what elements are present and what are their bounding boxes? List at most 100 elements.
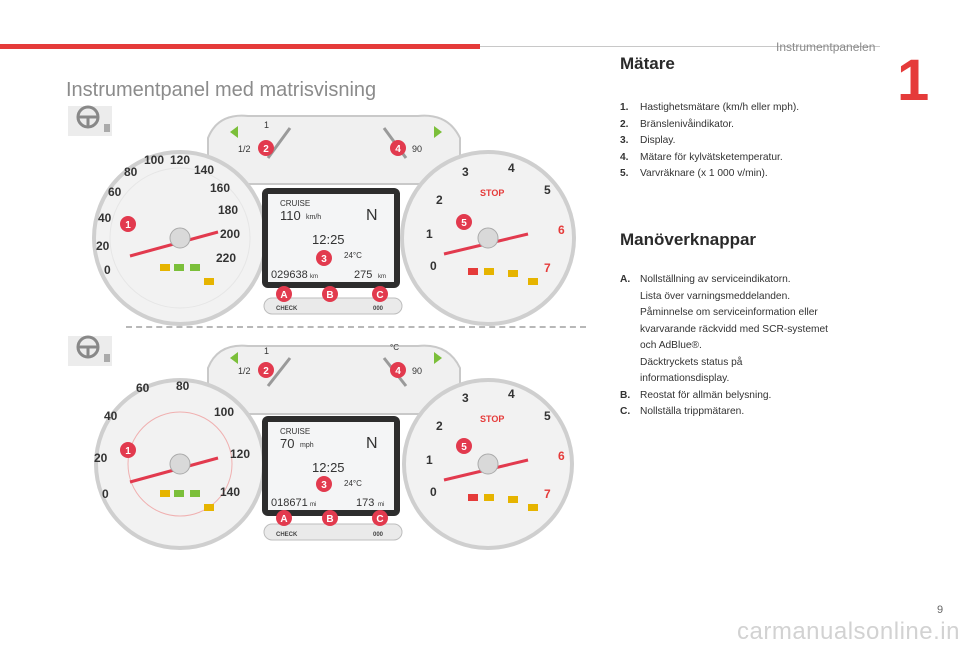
- callout-a: A: [280, 514, 287, 525]
- speed-tick: 180: [218, 203, 238, 217]
- speed-tick: 140: [220, 485, 240, 499]
- page-title: Instrumentpanel med matrisvisning: [66, 79, 377, 102]
- rpm-tick: 2: [436, 419, 443, 433]
- callout-a: A: [280, 290, 287, 301]
- lcd-odometer: 029638: [271, 269, 308, 281]
- gauges-heading: Mätare: [620, 54, 675, 73]
- list-item: C.Nollställa trippmätaren.: [620, 406, 745, 417]
- lcd-range-unit: km: [378, 274, 386, 280]
- callout-5: 5: [461, 442, 467, 453]
- callout-b: B: [326, 514, 333, 525]
- list-item: 5.Varvräknare (x 1 000 v/min).: [620, 168, 768, 179]
- list-item: 1.Hastighetsmätare (km/h eller mph).: [620, 102, 800, 113]
- lcd-range: 173: [356, 497, 374, 509]
- speed-tick: 40: [98, 211, 112, 225]
- speed-scale-mph: 0 20 40 60 80 100 120 140: [94, 379, 250, 501]
- lcd-gear: N: [366, 435, 378, 452]
- lcd-speed: 110: [280, 208, 301, 223]
- speed-tick: 140: [194, 163, 214, 177]
- stop-warning: STOP: [480, 188, 504, 198]
- fuel-full-label: 1: [264, 120, 269, 130]
- warning-lamps: [160, 264, 538, 285]
- callout-1: 1: [125, 220, 131, 231]
- callout-b: B: [326, 290, 333, 301]
- rpm-tick: 7: [544, 261, 551, 275]
- check-button[interactable]: CHECK: [276, 306, 298, 312]
- lcd-speed-unit: mph: [300, 442, 314, 449]
- lcd-odometer-unit: mi: [310, 502, 316, 508]
- diagram-separator: [126, 326, 586, 328]
- header-rule: [480, 46, 880, 47]
- speed-tick: 120: [230, 447, 250, 461]
- rpm-tick: 7: [544, 487, 551, 501]
- rpm-tick: 0: [430, 259, 437, 273]
- fuel-half-label: 1/2: [238, 144, 251, 154]
- speed-tick: 120: [170, 153, 190, 167]
- trip-reset-button[interactable]: 000: [373, 532, 384, 538]
- speed-tick: 80: [124, 165, 138, 179]
- rpm-tick: 5: [544, 409, 551, 423]
- speed-tick: 220: [216, 251, 236, 265]
- speed-tick: 160: [210, 181, 230, 195]
- speed-tick: 40: [104, 409, 118, 423]
- speed-tick: 0: [104, 263, 111, 277]
- speed-tick: 20: [96, 239, 110, 253]
- gauges-list: 1.Hastighetsmätare (km/h eller mph). 2.B…: [620, 100, 799, 183]
- fuel-half-label: 1/2: [238, 366, 251, 376]
- chapter-title: Instrumentpanelen: [776, 40, 876, 54]
- page-number: 9: [937, 604, 944, 616]
- dashboard-diagram-km: 0 20 40 60 80 100 120 140 160 180 200 22…: [68, 105, 576, 326]
- callout-3: 3: [321, 480, 327, 491]
- list-item: 3.Display.: [620, 135, 676, 146]
- lcd-time: 12:25: [312, 460, 345, 475]
- trip-reset-button[interactable]: 000: [373, 306, 384, 312]
- fuel-full-label: 1: [264, 346, 269, 356]
- chapter-number: 1: [897, 48, 930, 113]
- steering-wheel-icon: [68, 335, 112, 366]
- lcd-time: 12:25: [312, 232, 345, 247]
- speed-tick: 20: [94, 451, 108, 465]
- callout-1: 1: [125, 446, 131, 457]
- speed-tick: 80: [176, 379, 190, 393]
- warning-lamps: [160, 490, 538, 511]
- callout-5: 5: [461, 218, 467, 229]
- rpm-tick: 4: [508, 387, 515, 401]
- rpm-tick: 1: [426, 227, 433, 241]
- rpm-tick: 6: [558, 223, 565, 237]
- temp-90-label: 90: [412, 366, 422, 376]
- lcd-speed: 70: [280, 436, 294, 451]
- stop-warning: STOP: [480, 414, 504, 424]
- rpm-tick: 2: [436, 193, 443, 207]
- speed-tick: 100: [214, 405, 234, 419]
- watermark: carmanualsonline.info: [737, 618, 960, 645]
- speed-tick: 60: [136, 381, 150, 395]
- lcd-range: 275: [354, 269, 372, 281]
- check-button[interactable]: CHECK: [276, 532, 298, 538]
- rpm-tick: 4: [508, 161, 515, 175]
- speed-tick: 200: [220, 227, 240, 241]
- speed-tick: 60: [108, 185, 122, 199]
- lcd-temp: 24°C: [344, 479, 362, 488]
- lcd-odometer: 018671: [271, 497, 308, 509]
- list-item: 4.Mätare för kylvätsketemperatur.: [620, 151, 783, 163]
- steering-wheel-icon: [68, 105, 112, 136]
- rpm-scale: 0 1 2 3 4 5 6 7: [426, 387, 565, 501]
- rpm-tick: 1: [426, 453, 433, 467]
- speed-tick: 0: [102, 487, 109, 501]
- rpm-tick: 6: [558, 449, 565, 463]
- callout-2: 2: [263, 366, 269, 377]
- header-accent-bar: [0, 44, 480, 49]
- list-item: A. Nollställning av serviceindikatorn. L…: [620, 274, 828, 384]
- cruise-label: CRUISE: [280, 199, 310, 208]
- rpm-tick: 3: [462, 165, 469, 179]
- lcd-range-unit: mi: [378, 502, 384, 508]
- callout-c: C: [376, 290, 383, 301]
- lcd-temp: 24°C: [344, 251, 362, 260]
- rpm-tick: 5: [544, 183, 551, 197]
- rpm-tick: 0: [430, 485, 437, 499]
- lcd-gear: N: [366, 207, 378, 224]
- callout-3: 3: [321, 254, 327, 265]
- callout-c: C: [376, 514, 383, 525]
- lcd-speed-unit: km/h: [306, 214, 321, 221]
- list-item: 2.Bränslenivåindikator.: [620, 118, 735, 130]
